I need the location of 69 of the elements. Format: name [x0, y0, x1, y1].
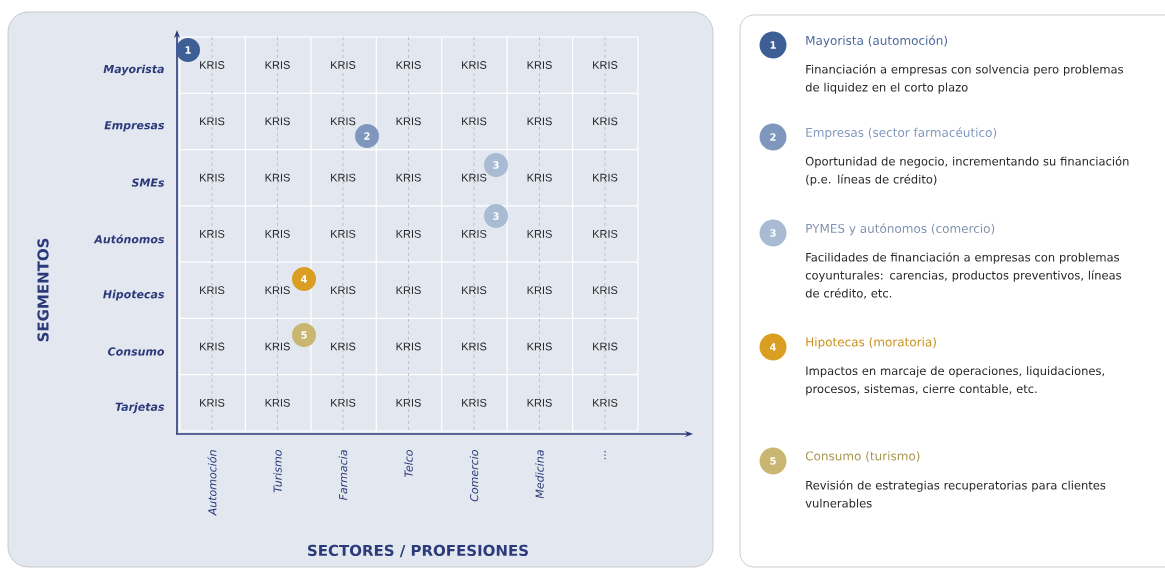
cell-text: KRIS: [331, 173, 356, 182]
column-label: Farmacia: [338, 450, 348, 501]
item-description: Financiación a empresas con solvencia pero problemas de liquidez en el corto plazo: [805, 64, 1123, 94]
column-label: Turismo: [273, 450, 282, 493]
item-heading: Mayorista (automoción): [806, 35, 947, 48]
cell-text: KRIS: [527, 286, 552, 295]
cell-text: KRIS: [331, 61, 356, 69]
cell-text: KRIS: [331, 398, 356, 407]
cell-text: KRIS: [331, 117, 356, 126]
cell-text: KRIS: [462, 398, 487, 407]
item-heading: Empresas (sector farmacéutico): [806, 127, 997, 140]
item-heading: PYMES y autónomos (comercio): [806, 223, 995, 236]
column-label: ...: [604, 451, 606, 460]
cell-text: KRIS: [200, 117, 225, 126]
cell-text: KRIS: [396, 342, 421, 351]
cell-text: KRIS: [265, 398, 290, 407]
cell-text: KRIS: [462, 173, 487, 182]
item-heading: Hipotecas (moratoria): [806, 337, 936, 349]
cell-text: KRIS: [265, 286, 290, 295]
axis-title: SEGMENTOS: [37, 238, 49, 342]
item-heading: Consumo (turismo): [805, 451, 920, 462]
cell-text: KRIS: [593, 61, 618, 69]
cell-text: KRIS: [593, 286, 618, 295]
item-description: Impactos en marcaje de operaciones, liquidaciones, procesos, sistemas, cierre contable, etc.: [806, 366, 1104, 396]
axis-title: SECTORES / PROFESIONES: [308, 544, 528, 558]
cell-text: KRIS: [396, 230, 421, 238]
cell-text: KRIS: [331, 230, 356, 238]
cell-text: KRIS: [265, 173, 290, 182]
row-label: Consumo: [108, 347, 165, 356]
cell-text: KRIS: [527, 230, 552, 238]
cell-text: KRIS: [200, 173, 225, 182]
cell-text: KRIS: [265, 61, 290, 69]
item-description: Oportunidad de negocio, incrementando su financiación (p.e. líneas de crédito): [805, 156, 1129, 186]
column-label: Medicina: [535, 450, 544, 499]
row-label: SMEs: [131, 178, 165, 187]
cell-text: KRIS: [200, 61, 225, 69]
cell-text: KRIS: [331, 286, 356, 295]
cell-text: KRIS: [527, 342, 552, 351]
cell-text: KRIS: [593, 342, 618, 351]
cell-text: KRIS: [396, 286, 421, 295]
cell-text: KRIS: [396, 61, 421, 69]
column-label: Telco: [404, 450, 413, 477]
cell-text: KRIS: [200, 398, 225, 407]
row-label: Hipotecas: [103, 289, 165, 301]
cell-text: KRIS: [593, 117, 618, 126]
cell-text: KRIS: [200, 230, 225, 238]
item-description: Revisión de estrategias recuperatorias para clientes vulnerables: [805, 480, 1106, 508]
cell-text: KRIS: [593, 398, 618, 407]
cell-text: KRIS: [396, 173, 421, 182]
row-label: Autónomos: [93, 234, 165, 244]
cell-text: KRIS: [200, 286, 225, 295]
cell-text: KRIS: [396, 398, 421, 407]
cell-text: KRIS: [527, 117, 552, 126]
cell-text: KRIS: [331, 342, 356, 351]
cell-text: KRIS: [200, 342, 225, 351]
cell-text: KRIS: [527, 61, 552, 69]
column-label: Comercio: [469, 450, 479, 502]
cell-text: KRIS: [593, 173, 618, 182]
row-label: Tarjetas: [115, 402, 165, 414]
row-label: Empresas: [104, 121, 165, 132]
cell-text: KRIS: [462, 342, 487, 351]
column-label: Automoción: [207, 450, 217, 516]
cell-text: KRIS: [527, 173, 552, 182]
cell-text: KRIS: [462, 286, 487, 295]
cell-text: KRIS: [593, 230, 618, 238]
cell-text: KRIS: [527, 398, 552, 407]
cell-text: KRIS: [265, 117, 290, 126]
item-description: Facilidades de financiación a empresas con problemas coyunturales: carencias, productos preventivos, líneas de crédito, etc.: [805, 252, 1122, 299]
cell-text: KRIS: [462, 61, 487, 69]
